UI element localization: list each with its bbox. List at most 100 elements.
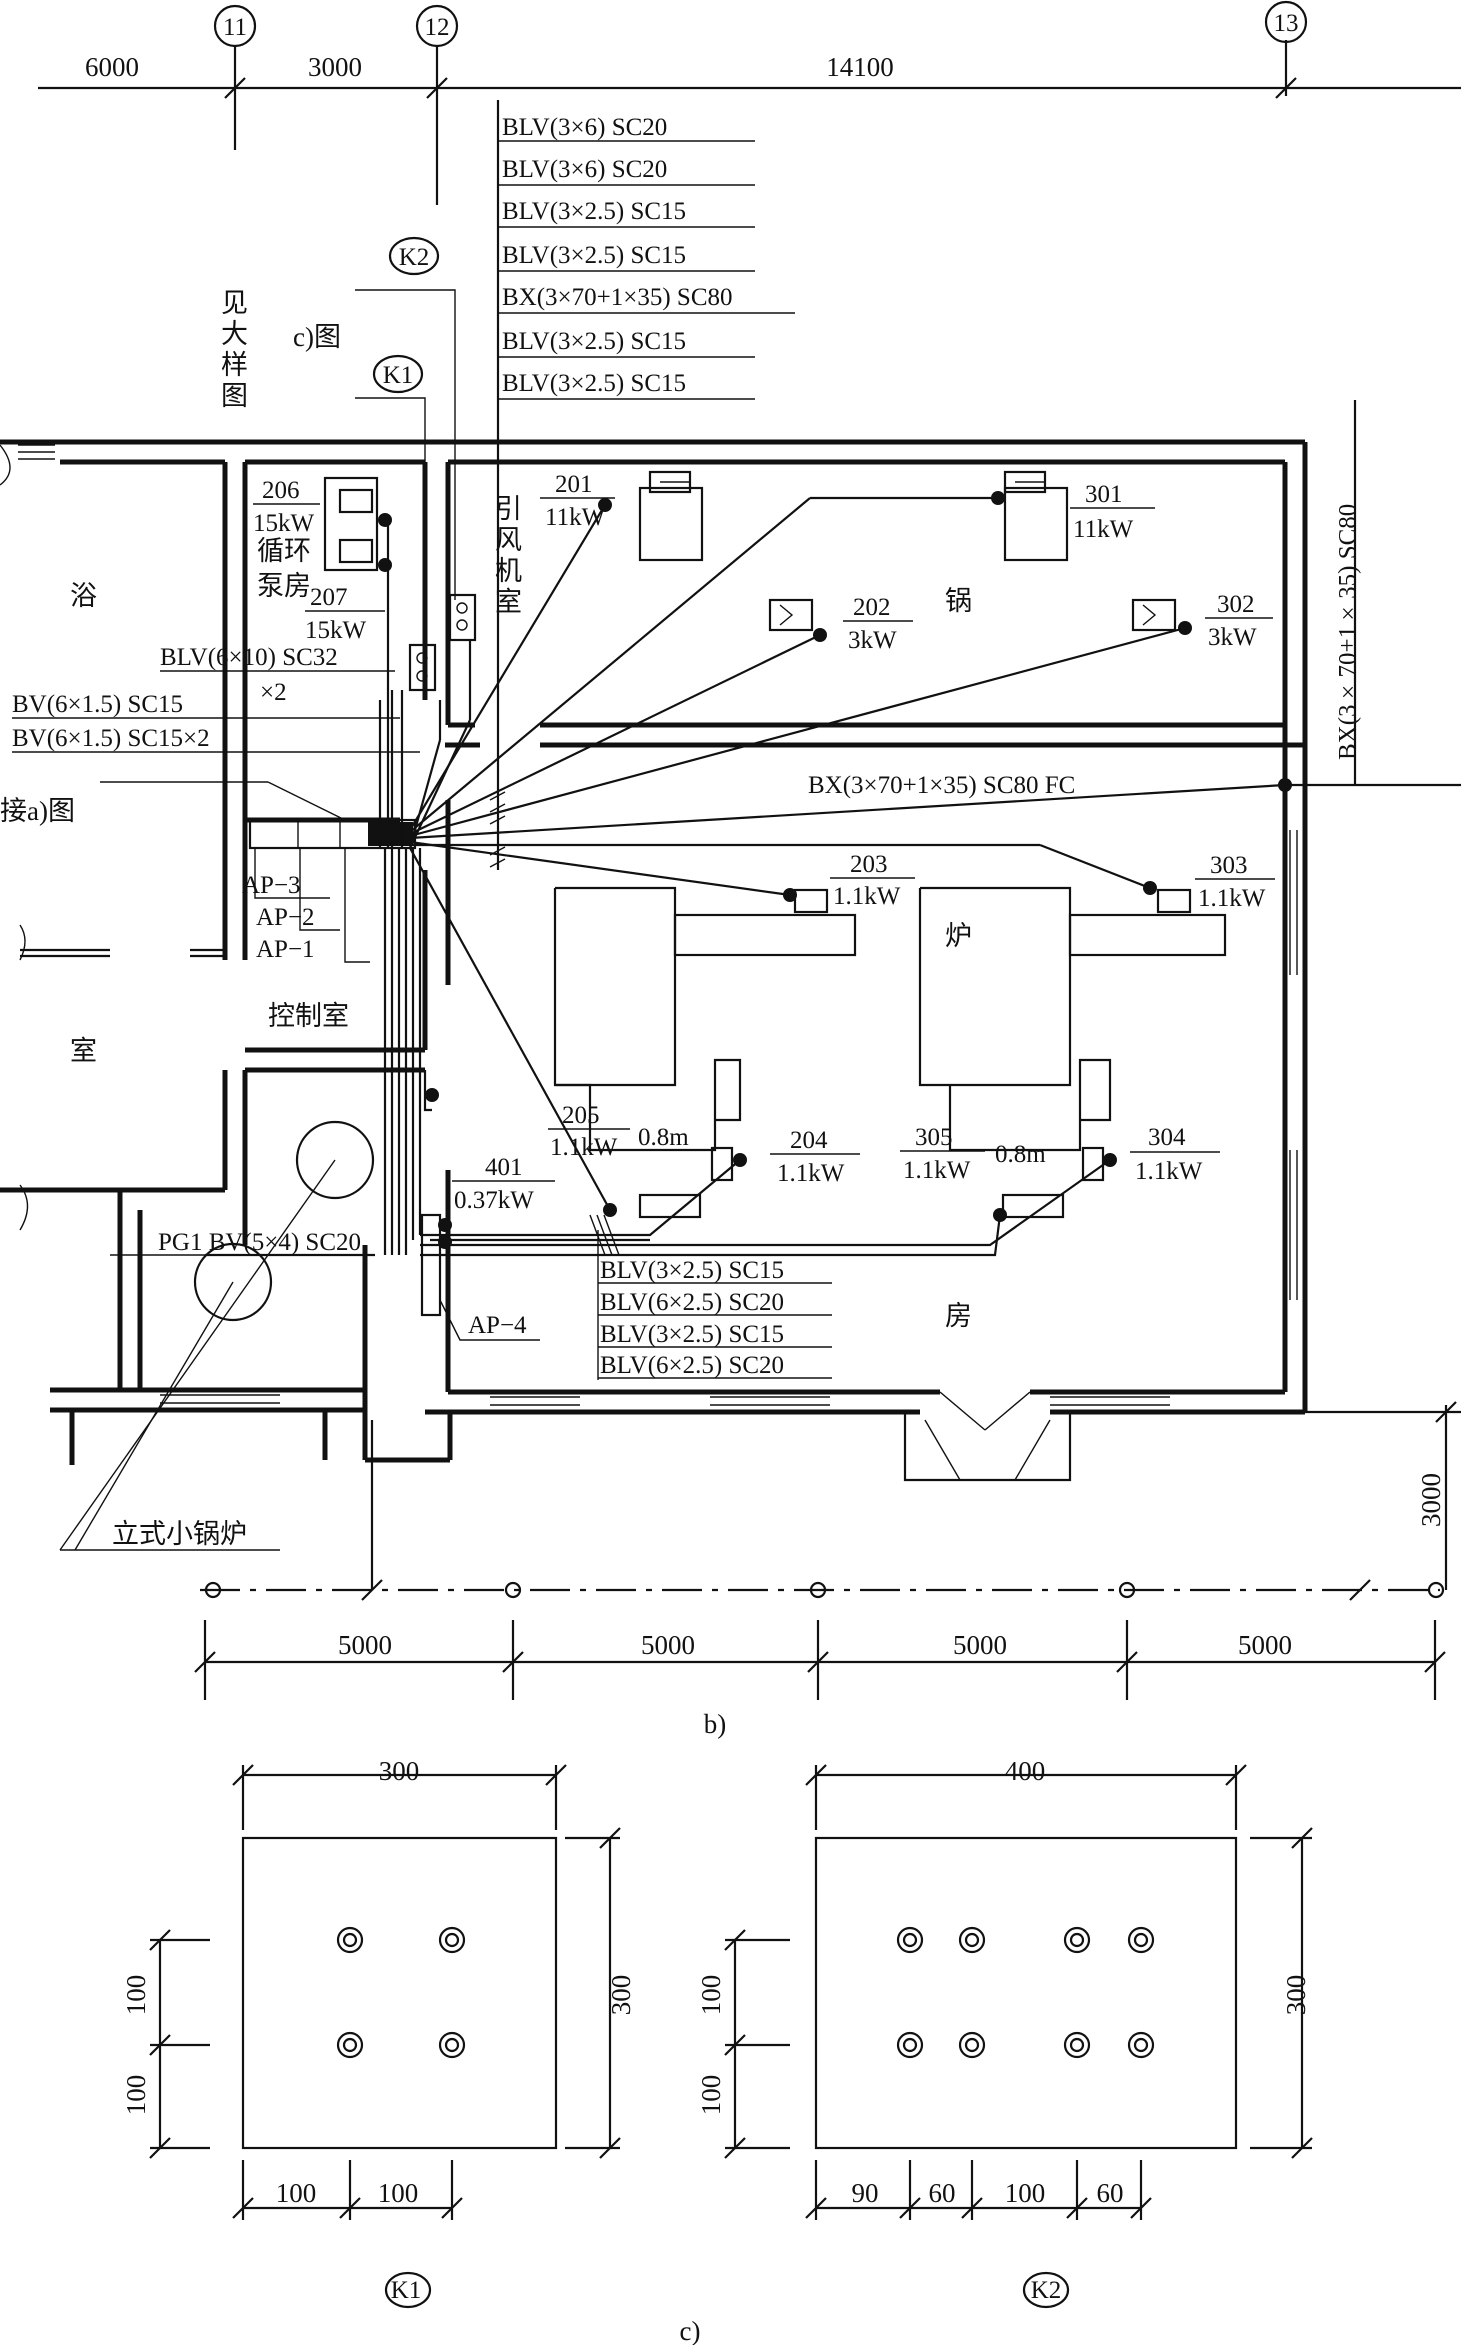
caption-c: c) [680, 2316, 701, 2345]
motor-302 [1131, 598, 1177, 632]
left-cable-labels: BLV(6×10) SC32 ×2 BV(6×1.5) SC15 BV(6×1.… [0, 644, 420, 826]
left-cable-2: BV(6×1.5) SC15 [12, 691, 183, 718]
motor-base-201 [638, 486, 704, 562]
main-cable-label: BX(3×70+1×35) SC80 FC [808, 772, 1075, 799]
svg-text:11: 11 [223, 14, 247, 41]
box-ap4: AP−4 [468, 1312, 527, 1339]
load-204-power: 1.1kW [777, 1160, 845, 1187]
room-pump-2: 泵房 [257, 571, 311, 601]
load-304-power: 1.1kW [1135, 1158, 1203, 1185]
small-boiler-1 [295, 1120, 375, 1200]
room-fan: 引风机室 [491, 494, 522, 618]
left-cable-3: BV(6×1.5) SC15×2 [12, 725, 210, 752]
load-303-num: 303 [1210, 852, 1248, 879]
axis-bubble-13: 13 [1264, 0, 1308, 44]
load-labels: 201 11kW 301 11kW 202 3kW 302 3kW 203 1.… [253, 471, 1275, 1214]
box-ap2: AP−2 [256, 904, 315, 931]
box-ap3: AP−3 [242, 872, 301, 899]
load-202-num: 202 [853, 594, 891, 621]
motor-base-301 [1003, 486, 1069, 562]
motor-202 [768, 598, 814, 632]
ap4-leader [439, 1299, 540, 1341]
top-dim-3000: 3000 [308, 52, 362, 82]
detail-k1: 300 300 100 100 100 100 K1 [121, 1756, 636, 2309]
caption-b: b) [704, 1709, 727, 1739]
k2-width: 400 [1005, 1756, 1046, 1786]
room-pump-1: 循环 [257, 536, 311, 566]
height-mark-1: 0.8m [638, 1124, 689, 1151]
bottom-dim-4: 5000 [1238, 1630, 1292, 1660]
small-boiler-label: 立式小锅炉 [112, 1519, 247, 1549]
k2-col-4: 60 [1097, 2178, 1124, 2208]
detail-note-c: c)图 [293, 322, 341, 352]
bottom-dim-1: 5000 [338, 1630, 392, 1660]
detail-note: 见大样图 c)图 K2 K1 [217, 236, 456, 650]
room-boiler-guo: 锅 [945, 586, 972, 616]
k2-height: 300 [1281, 1975, 1311, 2016]
k2-tag: K2 [399, 244, 430, 271]
motor-206 [338, 488, 374, 564]
motor-301 [1003, 470, 1047, 494]
pump-base [323, 476, 379, 572]
k1-col-2: 100 [378, 2178, 419, 2208]
k1-row-1: 100 [121, 1975, 151, 2016]
load-206-num: 206 [262, 477, 300, 504]
k1-width: 300 [379, 1756, 420, 1786]
load-207-power: 15kW [305, 617, 367, 644]
bottom-axis: 3000 [194, 1401, 1461, 1700]
right-dim-3000: 3000 [1416, 1473, 1446, 1527]
load-203-power: 1.1kW [833, 883, 901, 910]
load-401-num: 401 [485, 1154, 523, 1181]
wiring [59, 400, 1461, 1551]
motor-205 [638, 1193, 702, 1219]
load-305-num: 305 [915, 1124, 953, 1151]
load-207-num: 207 [310, 584, 348, 611]
boiler-left [553, 886, 857, 1152]
cable-label-4: BLV(3×2.5) SC15 [502, 242, 686, 269]
k2-col-1: 90 [852, 2178, 879, 2208]
bottom-cable-4: BLV(6×2.5) SC20 [600, 1352, 784, 1379]
cable-label-3: BLV(3×2.5) SC15 [502, 198, 686, 225]
load-201-num: 201 [555, 471, 593, 498]
bottom-cable-list: BLV(3×2.5) SC15 BLV(6×2.5) SC20 BLV(3×2.… [597, 1230, 832, 1380]
room-boiler-fang: 房 [945, 1301, 972, 1331]
detail-k2: 400 300 100 100 [696, 1756, 1313, 2309]
k2-col-3: 100 [1005, 2178, 1046, 2208]
k1-height: 300 [606, 1975, 636, 2016]
k1-tag: K1 [383, 362, 414, 389]
load-303-power: 1.1kW [1198, 885, 1266, 912]
bottom-cable-3: BLV(3×2.5) SC15 [600, 1321, 784, 1348]
height-mark-2: 0.8m [995, 1141, 1046, 1168]
cable-list: BLV(3×6) SC20 BLV(3×6) SC20 BLV(3×2.5) S… [496, 100, 795, 870]
cable-label-2: BLV(3×6) SC20 [502, 156, 667, 183]
k1-col-1: 100 [276, 2178, 317, 2208]
motor-305 [1001, 1193, 1065, 1219]
load-202-power: 3kW [848, 627, 897, 654]
left-cable-1: BLV(6×10) SC32 [160, 644, 338, 671]
boiler-right [918, 886, 1227, 1152]
small-boiler-2 [193, 1242, 273, 1322]
bottom-dim-2: 5000 [641, 1630, 695, 1660]
load-302-power: 3kW [1208, 624, 1257, 651]
bottom-cable-1: BLV(3×2.5) SC15 [600, 1257, 784, 1284]
svg-text:12: 12 [425, 14, 450, 41]
top-axis-line [38, 40, 1461, 205]
k1-detail-tag: K1 [391, 2277, 422, 2304]
svg-text:13: 13 [1274, 10, 1299, 37]
motor-304 [1081, 1146, 1105, 1182]
room-bath-2: 室 [70, 1036, 97, 1066]
box-ap1: AP−1 [256, 936, 315, 963]
motor-203 [793, 888, 829, 914]
motor-303 [1156, 888, 1192, 914]
k2-row-2: 100 [696, 2075, 726, 2116]
axis-bubble-12: 12 [415, 4, 459, 48]
cable-label-6: BLV(3×2.5) SC15 [502, 328, 686, 355]
load-203-num: 203 [850, 851, 888, 878]
load-301-num: 301 [1085, 481, 1123, 508]
pg1-cable-label: PG1 BV(5×4) SC20 [158, 1229, 361, 1256]
bottom-dim-3: 5000 [953, 1630, 1007, 1660]
top-dim-14100: 14100 [826, 52, 894, 82]
motor-201 [648, 470, 692, 494]
k2-detail-tag: K2 [1031, 2277, 1062, 2304]
